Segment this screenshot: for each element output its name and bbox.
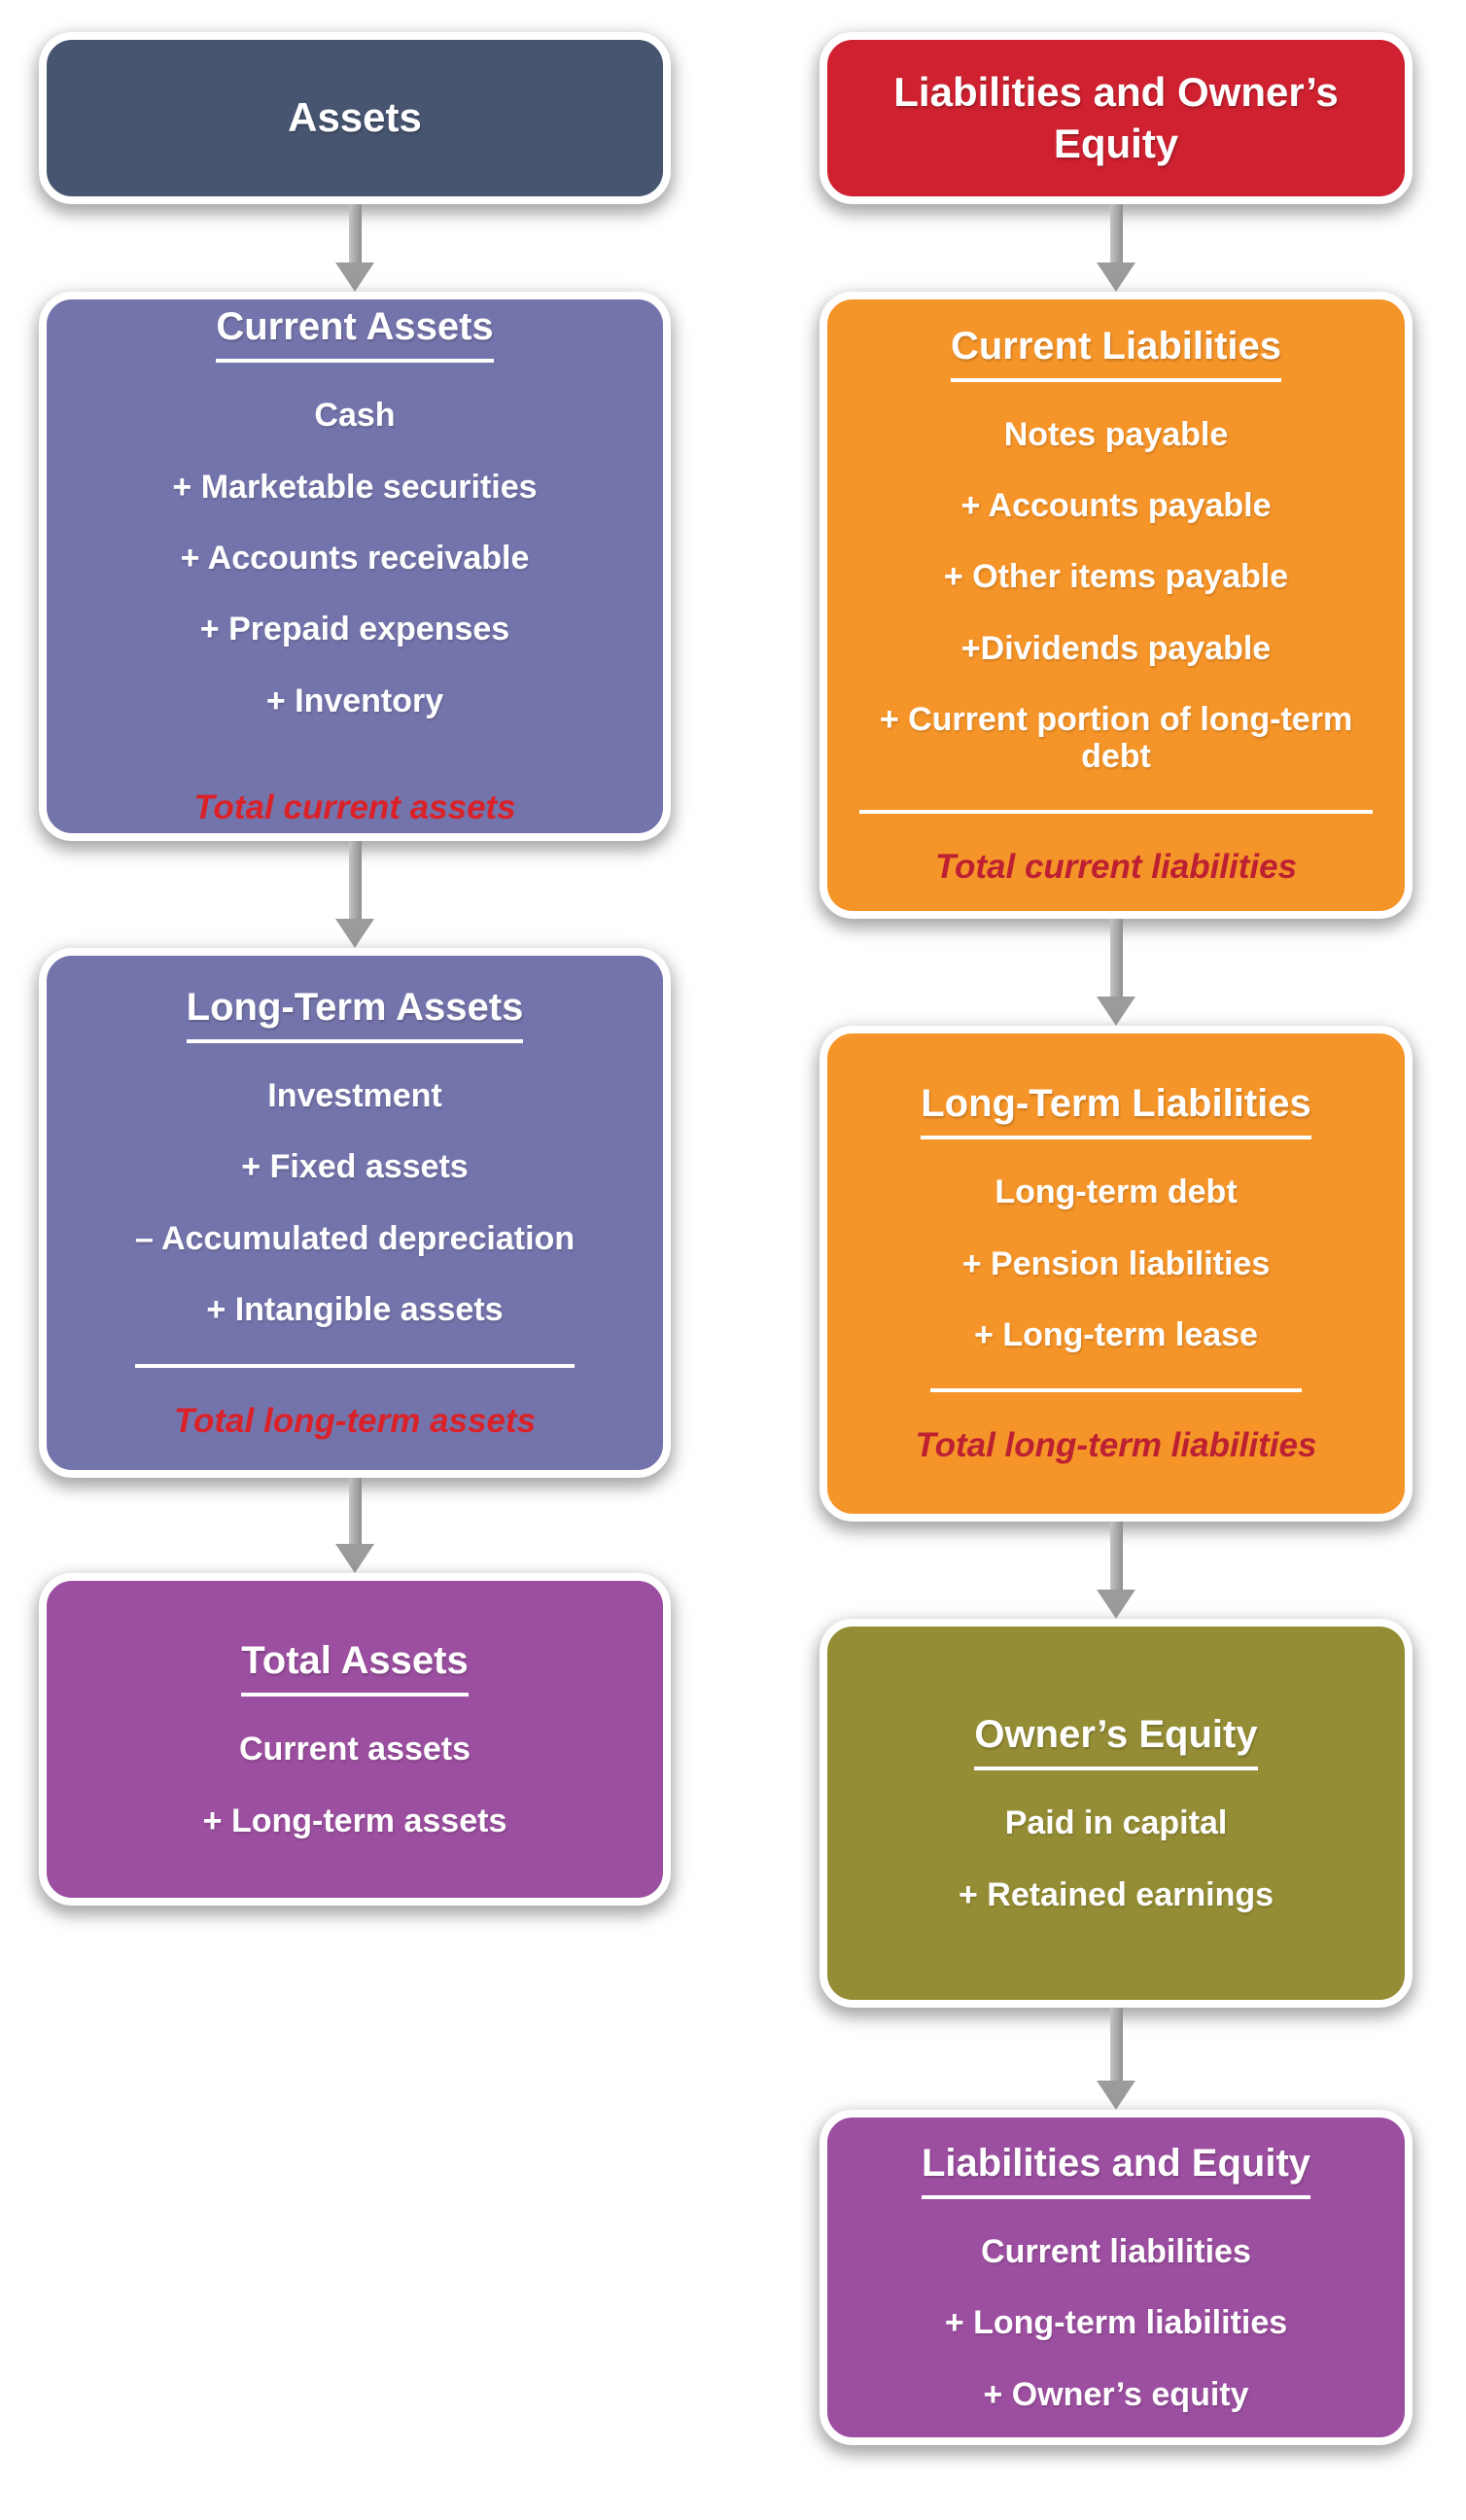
line-item: + Inventory	[265, 682, 444, 719]
long-term-assets-title: Long-Term Assets	[186, 986, 524, 1043]
total-label: Total long-term assets	[173, 1401, 537, 1440]
liabilities-column: Liabilities and Owner’s Equity Current L…	[820, 32, 1413, 2445]
sum-line	[135, 1363, 575, 1368]
arrow-stem	[348, 1478, 362, 1544]
arrow-head	[1097, 1590, 1135, 1619]
line-item: + Fixed assets	[241, 1148, 469, 1186]
arrow-stem	[1109, 919, 1123, 997]
line-item: + Owner’s equity	[983, 2375, 1249, 2413]
current-liabilities-box: Current Liabilities Notes payable + Acco…	[820, 292, 1413, 919]
line-item: + Intangible assets	[206, 1291, 504, 1329]
line-item: +Dividends payable	[960, 629, 1272, 667]
total-assets-title: Total Assets	[241, 1639, 469, 1698]
total-label: Total current liabilities	[934, 847, 1298, 886]
down-arrow-icon	[39, 1478, 671, 1573]
liabilities-header-label: Liabilities and Owner’s Equity	[893, 69, 1339, 166]
long-term-liabilities-title: Long-Term Liabilities	[921, 1082, 1311, 1140]
current-assets-title: Current Assets	[216, 305, 494, 364]
down-arrow-icon	[820, 204, 1413, 292]
line-item: + Marketable securities	[172, 468, 538, 506]
line-item: + Long-term lease	[974, 1315, 1258, 1353]
line-item: + Long-term assets	[202, 1802, 507, 1839]
line-item: Current liabilities	[981, 2232, 1251, 2270]
line-item: + Retained earnings	[958, 1875, 1274, 1913]
arrow-head	[1097, 997, 1135, 1026]
line-item: + Current portion of long-term debt	[879, 701, 1353, 775]
liabilities-and-equity-box: Liabilities and Equity Current liabiliti…	[820, 2110, 1413, 2445]
arrow-head	[1097, 2081, 1135, 2110]
sum-line	[929, 1388, 1303, 1393]
line-item: + Accounts payable	[960, 486, 1272, 524]
long-term-assets-box: Long-Term Assets Investment + Fixed asse…	[39, 948, 671, 1478]
down-arrow-icon	[39, 841, 671, 948]
arrow-stem	[348, 841, 362, 919]
arrow-stem	[1109, 1522, 1123, 1590]
assets-header-box: Assets	[39, 32, 671, 204]
down-arrow-icon	[820, 1522, 1413, 1619]
down-arrow-icon	[820, 2008, 1413, 2110]
line-item: Cash	[314, 397, 396, 435]
arrow-stem	[1109, 204, 1123, 262]
total-assets-box: Total Assets Current assets + Long-term …	[39, 1573, 671, 1906]
current-liabilities-title: Current Liabilities	[950, 325, 1282, 382]
line-item: + Accounts receivable	[180, 540, 530, 578]
owners-equity-title: Owner’s Equity	[974, 1713, 1258, 1771]
line-item: + Long-term liabilities	[944, 2304, 1288, 2342]
line-item: + Other items payable	[943, 558, 1289, 596]
arrow-head	[1097, 262, 1135, 292]
total-label: Total current assets	[193, 788, 516, 827]
assets-header-label: Assets	[288, 94, 422, 141]
arrow-stem	[348, 204, 362, 262]
arrow-stem	[1109, 2008, 1123, 2081]
line-item: Current assets	[238, 1731, 471, 1768]
current-assets-box: Current Assets Cash + Marketable securit…	[39, 292, 671, 841]
line-item: Investment	[267, 1076, 442, 1114]
line-item: + Pension liabilities	[961, 1244, 1271, 1282]
sum-line	[858, 809, 1374, 814]
down-arrow-icon	[39, 204, 671, 292]
long-term-liabilities-box: Long-Term Liabilities Long-term debt + P…	[820, 1026, 1413, 1522]
assets-column: Assets Current Assets Cash + Marketable …	[39, 32, 671, 1906]
line-item: + Prepaid expenses	[199, 611, 510, 648]
liabilities-and-equity-title: Liabilities and Equity	[921, 2142, 1311, 2199]
line-item: – Accumulated depreciation	[134, 1219, 576, 1257]
owners-equity-box: Owner’s Equity Paid in capital + Retaine…	[820, 1619, 1413, 2008]
line-item: Paid in capital	[1004, 1804, 1228, 1842]
arrow-head	[335, 1544, 374, 1573]
total-label: Total long-term liabilities	[915, 1426, 1317, 1465]
arrow-head	[335, 919, 374, 948]
arrow-head	[335, 262, 374, 292]
liabilities-header-box: Liabilities and Owner’s Equity	[820, 32, 1413, 204]
line-item: Long-term debt	[995, 1173, 1238, 1211]
down-arrow-icon	[820, 919, 1413, 1026]
line-item: Notes payable	[1003, 415, 1229, 453]
